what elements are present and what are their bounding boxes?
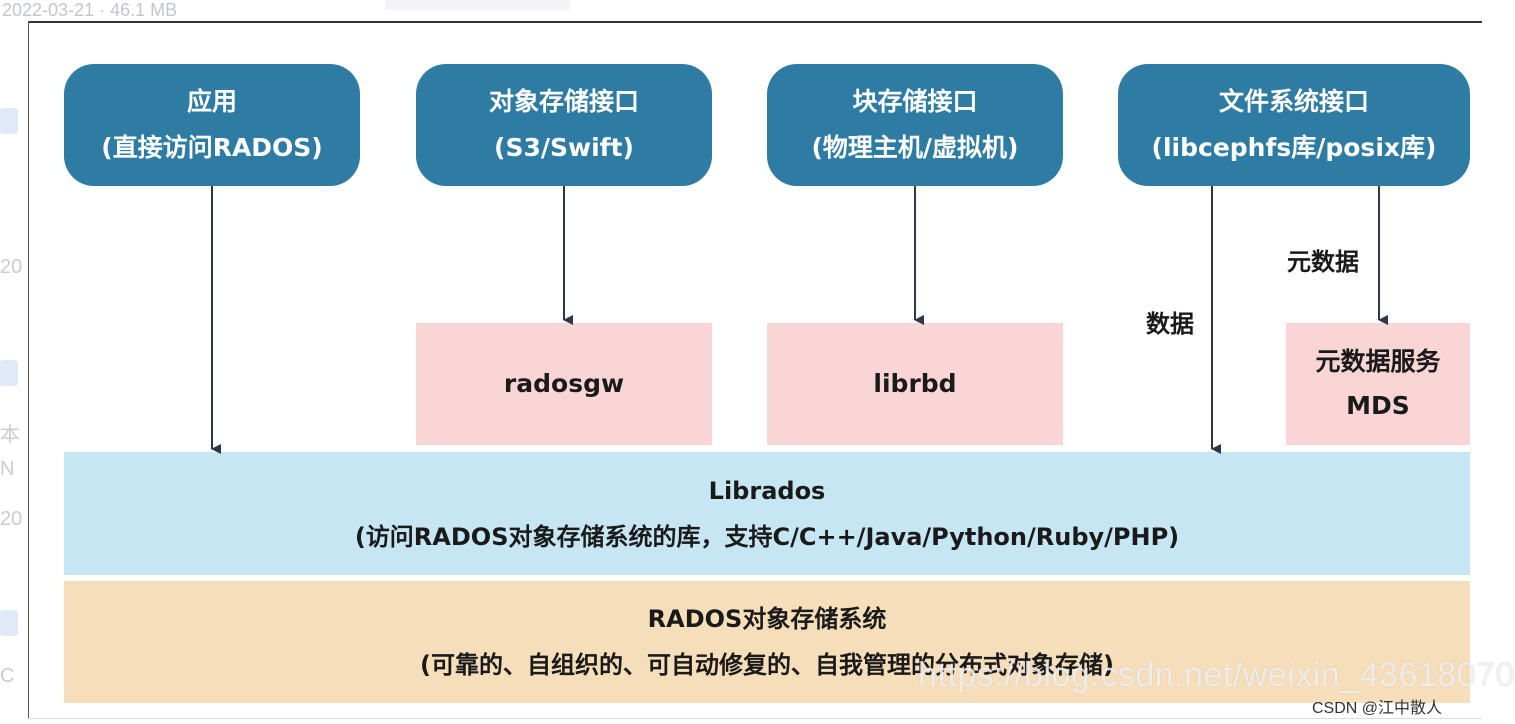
frame-left-border — [28, 21, 29, 719]
interface-object-storage: 对象存储接口 (S3/Swift) — [416, 64, 712, 186]
layer-librados-title: Librados — [708, 476, 826, 505]
background-block — [385, 0, 570, 10]
module-librbd-label: librbd — [873, 369, 957, 398]
module-mds-subtitle: MDS — [1346, 391, 1410, 420]
interface-object-storage-subtitle: (S3/Swift) — [494, 133, 634, 162]
background-chip — [0, 360, 18, 386]
background-chip — [0, 610, 18, 636]
interface-block-storage: 块存储接口 (物理主机/虚拟机) — [767, 64, 1063, 186]
background-fragment: 20 — [0, 508, 23, 530]
credit-label: CSDN @江中散人 — [1312, 700, 1443, 717]
interface-object-storage-title: 对象存储接口 — [488, 87, 639, 116]
frame-top-border — [28, 21, 1482, 23]
background-date-fragment: 2022-03-21 · 46.1 MB — [2, 0, 178, 20]
frame-bottom-border — [28, 718, 1482, 719]
interface-filesystem-subtitle: (libcephfs库/posix库) — [1151, 133, 1437, 162]
layer-librados-subtitle: (访问RADOS对象存储系统的库，支持C/C++/Java/Python/Rub… — [354, 522, 1180, 551]
module-librbd: librbd — [767, 323, 1063, 445]
module-mds: 元数据服务 MDS — [1286, 323, 1470, 445]
interface-block-storage-subtitle: (物理主机/虚拟机) — [811, 133, 1019, 162]
layer-rados: RADOS对象存储系统 (可靠的、自组织的、可自动修复的、自我管理的分布式对象存… — [64, 581, 1470, 703]
layer-librados: Librados (访问RADOS对象存储系统的库，支持C/C++/Java/P… — [64, 452, 1470, 575]
module-mds-title: 元数据服务 — [1315, 347, 1441, 376]
interface-app-title: 应用 — [186, 87, 237, 116]
background-fragment: 20 — [0, 256, 23, 278]
interface-filesystem-title: 文件系统接口 — [1218, 87, 1369, 116]
module-radosgw-label: radosgw — [503, 369, 625, 398]
interface-filesystem: 文件系统接口 (libcephfs库/posix库) — [1118, 64, 1470, 186]
layer-rados-title: RADOS对象存储系统 — [647, 605, 887, 633]
background-fragment: 本 — [0, 424, 20, 446]
background-chip — [0, 108, 18, 134]
layer-rados-subtitle: (可靠的、自组织的、可自动修复的、自我管理的分布式对象存储) — [420, 651, 1114, 679]
interface-block-storage-title: 块存储接口 — [852, 87, 978, 116]
watermark-url: https://blog.csdn.net/weixin_43618070 — [918, 656, 1515, 694]
edge-label-metadata: 元数据 — [1287, 248, 1359, 276]
edge-label-data: 数据 — [1146, 310, 1194, 338]
module-radosgw: radosgw — [416, 323, 712, 445]
background-fragment: N — [0, 458, 15, 480]
interface-app: 应用 (直接访问RADOS) — [64, 64, 360, 186]
background-fragment: C — [0, 665, 15, 687]
interface-app-subtitle: (直接访问RADOS) — [101, 133, 323, 162]
